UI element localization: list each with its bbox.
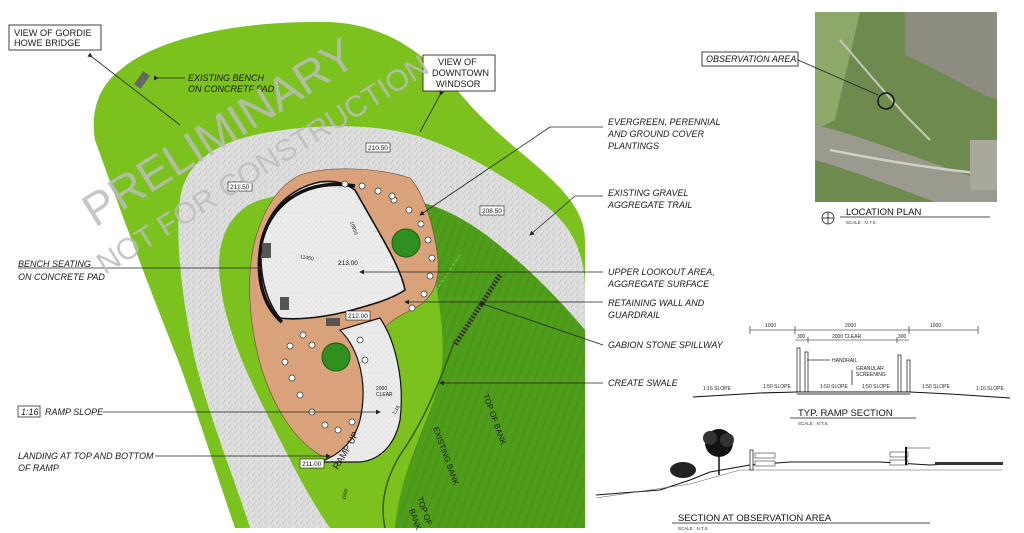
elevation-label: 210.50 (368, 145, 388, 152)
handrail-note: HANDRAIL (832, 358, 858, 364)
svg-text:CREATE SWALE: CREATE SWALE (608, 378, 679, 388)
view-gordie-howe: VIEW OF GORDIE HOWE BRIDGE (8, 24, 181, 126)
elevation-label: 211.50 (230, 184, 250, 191)
planting-dots (281, 180, 436, 434)
svg-text:EVERGREEN, PERENNIAL: EVERGREEN, PERENNIAL (608, 117, 721, 127)
callout-gravel-trail: EXISTING GRAVEL AGGREGATE TRAIL (607, 188, 692, 210)
svg-text:GABION STONE SPILLWAY: GABION STONE SPILLWAY (608, 340, 724, 350)
leader-lines (18, 75, 604, 459)
callout-upper-lookout: UPPER LOOKOUT AREA, AGGREGATE SURFACE (607, 267, 715, 289)
location-plan-title: LOCATION PLAN (846, 207, 921, 218)
svg-text:ON CONCRETE PAD: ON CONCRETE PAD (18, 272, 105, 282)
view-downtown: VIEW OF DOWNTOWN WINDSOR (419, 54, 496, 133)
slope-label: 1:50 SLOPE (763, 384, 791, 390)
svg-text:UPPER LOOKOUT AREA,: UPPER LOOKOUT AREA, (608, 267, 715, 277)
elevation-label: 208.50 (482, 208, 502, 215)
svg-text:ON CONCRETF PAD: ON CONCRETF PAD (188, 84, 275, 94)
elevation-label: 213.00 (338, 260, 358, 267)
svg-text:BENCH SEATING: BENCH SEATING (18, 259, 91, 269)
svg-text:EXISTING BENCH: EXISTING BENCH (188, 73, 265, 83)
callout-ramp-slope: 1:16 RAMP SLOPE (17, 405, 104, 418)
granular-note: GRANULAR (856, 366, 884, 372)
callout-swale: CREATE SWALE (608, 378, 679, 388)
svg-text:RAMP SLOPE: RAMP SLOPE (45, 407, 104, 417)
svg-text:OF RAMP: OF RAMP (18, 463, 59, 473)
dimension-label: 16950 (348, 221, 358, 236)
svg-text:LANDING AT TOP AND BOTTOM: LANDING AT TOP AND BOTTOM (18, 451, 154, 461)
screening-note: SCREENING (856, 372, 886, 378)
svg-text:AGGREGATE TRAIL: AGGREGATE TRAIL (607, 200, 692, 210)
observation-area-marker (877, 92, 895, 110)
slope-label: 1:16 SLOPE (703, 386, 731, 392)
swale (382, 339, 456, 529)
observation-section: SECTION AT OBSERVATION AREA SCALE : N.T.… (595, 429, 1003, 531)
dimension-label: 2000 (376, 386, 387, 392)
dimension-label: 1:16 (392, 404, 402, 416)
location-plan-scale: SCALE : N.T.S. (846, 220, 877, 225)
ramp-section: 1000 2000 1000 300 2000 CLEAR 300 HANDRA… (692, 323, 1011, 426)
elevation-label: 211.00 (302, 461, 322, 468)
svg-text:PLANTINGS: PLANTINGS (608, 141, 659, 151)
view-label: WINDSOR (436, 79, 481, 89)
location-plan: OBSERVATION AREA LOCATION PLAN SCALE : N… (701, 12, 998, 225)
callout-plantings: EVERGREEN, PERENNIAL AND GROUND COVER PL… (607, 117, 721, 151)
bench-south (326, 318, 340, 326)
view-label: DOWNTOWN (432, 68, 489, 78)
svg-text:RETAINING WALL AND: RETAINING WALL AND (608, 298, 705, 308)
dimension-label: CLEAR (376, 392, 393, 398)
svg-text:AGGREGATE SURFACE: AGGREGATE SURFACE (607, 279, 710, 289)
svg-text:GUARDRAIL: GUARDRAIL (608, 310, 661, 320)
retaining-wall (257, 182, 356, 324)
callout-retaining-wall: RETAINING WALL AND GUARDRAIL (608, 298, 705, 320)
callout-existing-bench: EXISTING BENCH ON CONCRETF PAD (188, 73, 275, 94)
dimension-label: 11450 (300, 254, 315, 262)
callout-bench-seating: BENCH SEATING ON CONCRETE PAD (18, 259, 105, 282)
callout-gabion: GABION STONE SPILLWAY (608, 340, 724, 350)
slope-label: 1:50 SLOPE (922, 384, 950, 390)
tree-lower (321, 342, 351, 372)
section-dimension: 300 (898, 334, 907, 340)
bench-west (262, 243, 271, 258)
dimension-label: 1800 (341, 488, 350, 501)
tree-upper (391, 228, 421, 258)
section-dimension: 2000 (845, 323, 856, 329)
section-dimension: 1000 (930, 323, 941, 329)
ramp-section-scale: SCALE : N.T.S. (798, 421, 829, 426)
site-plan: 210.50 211.50 208.50 213.00 212.00 211.0… (8, 21, 724, 532)
ramp (319, 317, 402, 463)
section-shrub (670, 462, 696, 478)
observation-section-scale: SCALE : N.T.S. (678, 526, 709, 531)
svg-text:1:16: 1:16 (21, 407, 39, 417)
slope-label: 1:50 SLOPE (862, 384, 890, 390)
bench-southwest (280, 297, 289, 310)
ramp-section-title: TYP. RAMP SECTION (798, 408, 893, 419)
elevation-markers: 210.50 211.50 208.50 213.00 212.00 211.0… (227, 142, 505, 469)
section-dimension: 1000 (765, 323, 776, 329)
observation-area-label: OBSERVATION AREA (706, 54, 796, 64)
view-label: VIEW OF (438, 57, 477, 67)
existing-bench (134, 71, 150, 89)
slope-label: 1:16 SLOPE (976, 386, 1004, 392)
slope-label: 1:50 SLOPE (820, 384, 848, 390)
section-dimension: 300 (797, 334, 806, 340)
gravel-trail (178, 126, 585, 528)
elevation-label: 212.00 (348, 313, 368, 320)
callout-landing: LANDING AT TOP AND BOTTOM OF RAMP (18, 451, 154, 473)
observation-section-title: SECTION AT OBSERVATION AREA (678, 513, 832, 524)
svg-text:AND GROUND COVER: AND GROUND COVER (607, 129, 705, 139)
view-label: VIEW OF GORDIE (14, 28, 92, 38)
svg-text:EXISTING GRAVEL: EXISTING GRAVEL (608, 188, 689, 198)
view-label: HOWE BRIDGE (14, 38, 80, 48)
section-dimension: 2000 CLEAR (832, 334, 862, 340)
